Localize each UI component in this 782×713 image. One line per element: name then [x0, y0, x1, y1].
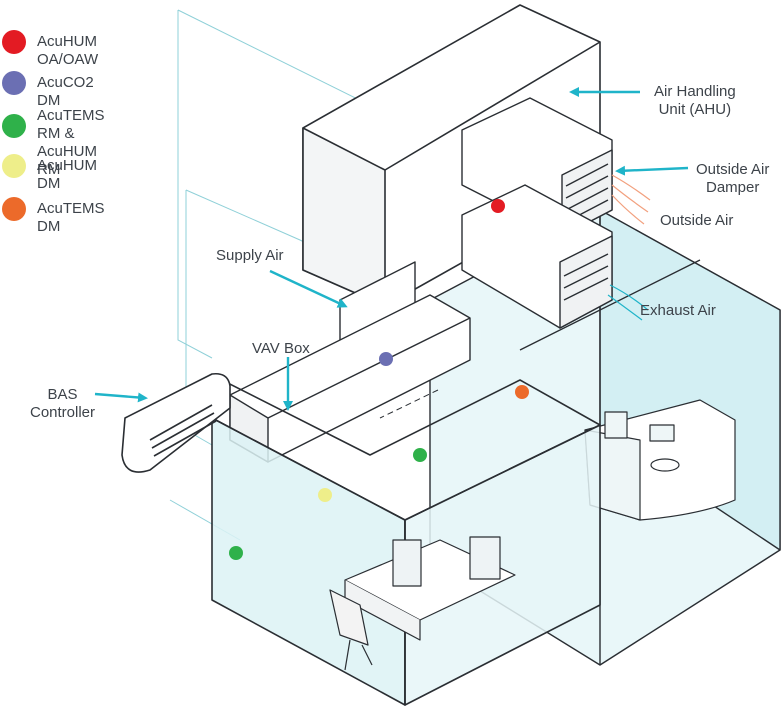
airflow-arrow — [379, 389, 439, 419]
legend-swatch — [2, 30, 26, 54]
outside-air-label: Outside Air — [660, 212, 734, 229]
office-workstation — [329, 536, 516, 671]
legend-swatch — [2, 154, 26, 178]
legend-swatch — [2, 197, 26, 221]
outside-air-stream — [611, 174, 651, 225]
legend-label: AcuTEMS DM — [37, 200, 105, 235]
legend-swatch — [2, 71, 26, 95]
sensor-dots — [229, 199, 529, 560]
reception-desk — [584, 399, 736, 521]
bas-controller-device — [121, 372, 231, 473]
exhaust-box — [461, 184, 613, 329]
callout-arrows — [94, 87, 689, 411]
legend-label: AcuHUM OA/OAW — [37, 33, 99, 68]
legend-label: AcuTEMS RM & AcuHUM RM — [37, 107, 105, 178]
ahu-label: Air Handling Unit (AHU) — [654, 83, 736, 118]
vav-box-label: VAV Box — [252, 340, 310, 357]
exhaust-air-stream — [607, 284, 649, 321]
exhaust-air-label: Exhaust Air — [640, 302, 716, 319]
legend-label: AcuCO2 DM — [37, 74, 94, 109]
legend-swatch — [2, 114, 26, 138]
supply-air-label: Supply Air — [216, 247, 284, 264]
bas-controller-label: BAS Controller — [30, 386, 96, 421]
legend-label: AcuHUM DM — [37, 157, 98, 192]
outside-air-damper-label: Outside Air Damper — [696, 161, 770, 196]
